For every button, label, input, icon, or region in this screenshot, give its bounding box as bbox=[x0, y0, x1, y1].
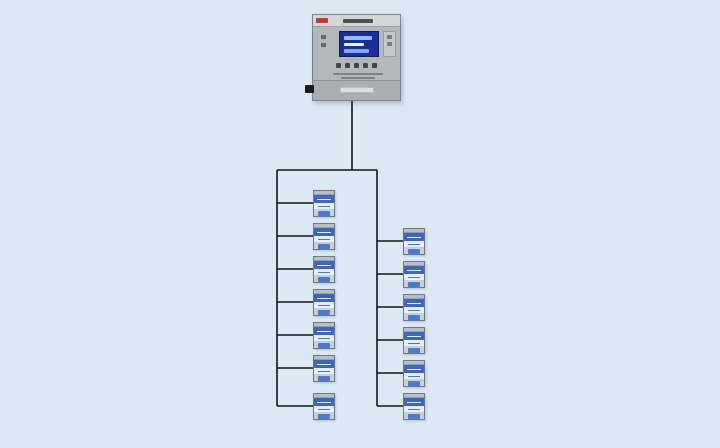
panel-button bbox=[336, 63, 341, 68]
panel-button bbox=[345, 63, 350, 68]
status-led-icons bbox=[321, 35, 333, 51]
panel-button bbox=[372, 63, 377, 68]
brand-logo-icon bbox=[316, 18, 328, 23]
detector-display-strip bbox=[314, 368, 334, 374]
detector-title-band bbox=[314, 398, 334, 406]
detector-cap bbox=[314, 257, 334, 261]
detector-cap bbox=[404, 394, 424, 398]
detector-sensor-base bbox=[404, 280, 424, 289]
controller-nameplate bbox=[339, 87, 374, 93]
detector-display-strip bbox=[404, 373, 424, 379]
lcd-readout-line bbox=[344, 36, 372, 40]
detector-title-band bbox=[404, 266, 424, 274]
detector-cap bbox=[314, 323, 334, 327]
controller-side-panel bbox=[383, 31, 396, 57]
gas-detector-left-7 bbox=[313, 393, 335, 420]
detector-title-band bbox=[404, 398, 424, 406]
controller-top-strip bbox=[313, 15, 400, 27]
detector-sensor-base bbox=[404, 313, 424, 322]
controller-buttons bbox=[313, 63, 400, 68]
detector-sensor-base bbox=[314, 412, 334, 421]
detector-sensor-base bbox=[314, 275, 334, 284]
detector-title-band bbox=[314, 294, 334, 302]
detector-sensor-base bbox=[314, 308, 334, 317]
detector-display-strip bbox=[314, 406, 334, 412]
detector-cap bbox=[314, 394, 334, 398]
detector-cap bbox=[404, 361, 424, 365]
detector-sensor-base bbox=[314, 242, 334, 251]
gas-detector-right-4 bbox=[403, 327, 425, 354]
detector-display-strip bbox=[314, 302, 334, 308]
detector-title-band bbox=[404, 233, 424, 241]
detector-display-strip bbox=[404, 274, 424, 280]
detector-display-strip bbox=[314, 236, 334, 242]
detector-sensor-base bbox=[404, 379, 424, 388]
gas-detector-left-4 bbox=[313, 289, 335, 316]
detector-title-band bbox=[314, 195, 334, 203]
panel-button bbox=[354, 63, 359, 68]
lcd-readout-line bbox=[344, 49, 369, 53]
detector-sensor-base bbox=[404, 346, 424, 355]
detector-title-band bbox=[404, 299, 424, 307]
detector-cap bbox=[314, 224, 334, 228]
gas-detector-left-3 bbox=[313, 256, 335, 283]
detector-display-strip bbox=[404, 406, 424, 412]
detector-cap bbox=[404, 295, 424, 299]
detector-cap bbox=[314, 191, 334, 195]
detector-sensor-base bbox=[404, 247, 424, 256]
detector-display-strip bbox=[314, 269, 334, 275]
detector-sensor-base bbox=[314, 209, 334, 218]
brand-text-mark bbox=[343, 19, 373, 23]
detector-title-band bbox=[404, 332, 424, 340]
detector-sensor-base bbox=[404, 412, 424, 421]
controller-caption-mark bbox=[341, 77, 375, 79]
detector-sensor-base bbox=[314, 374, 334, 383]
controller-caption-mark bbox=[333, 73, 383, 75]
detector-display-strip bbox=[404, 307, 424, 313]
detector-display-strip bbox=[314, 335, 334, 341]
detector-display-strip bbox=[314, 203, 334, 209]
detector-cap bbox=[404, 262, 424, 266]
gas-detector-right-5 bbox=[403, 360, 425, 387]
detector-sensor-base bbox=[314, 341, 334, 350]
detector-cap bbox=[404, 229, 424, 233]
gas-detector-left-1 bbox=[313, 190, 335, 217]
detector-cap bbox=[314, 356, 334, 360]
detector-display-strip bbox=[404, 241, 424, 247]
detector-title-band bbox=[314, 327, 334, 335]
controller-lower-housing bbox=[313, 80, 400, 100]
gas-detector-right-1 bbox=[403, 228, 425, 255]
detector-cap bbox=[314, 290, 334, 294]
detector-title-band bbox=[404, 365, 424, 373]
cable-gland bbox=[305, 85, 314, 93]
controller-lcd-display bbox=[339, 31, 379, 57]
gas-detector-left-6 bbox=[313, 355, 335, 382]
gas-detector-right-6 bbox=[403, 393, 425, 420]
detector-title-band bbox=[314, 261, 334, 269]
gas-detector-right-2 bbox=[403, 261, 425, 288]
lcd-readout-line bbox=[344, 43, 364, 46]
panel-button bbox=[363, 63, 368, 68]
gas-detector-left-5 bbox=[313, 322, 335, 349]
detector-title-band bbox=[314, 228, 334, 236]
gas-detector-left-2 bbox=[313, 223, 335, 250]
detector-title-band bbox=[314, 360, 334, 368]
detector-cap bbox=[404, 328, 424, 332]
detector-display-strip bbox=[404, 340, 424, 346]
gas-alarm-controller bbox=[305, 14, 401, 101]
gas-detector-right-3 bbox=[403, 294, 425, 321]
